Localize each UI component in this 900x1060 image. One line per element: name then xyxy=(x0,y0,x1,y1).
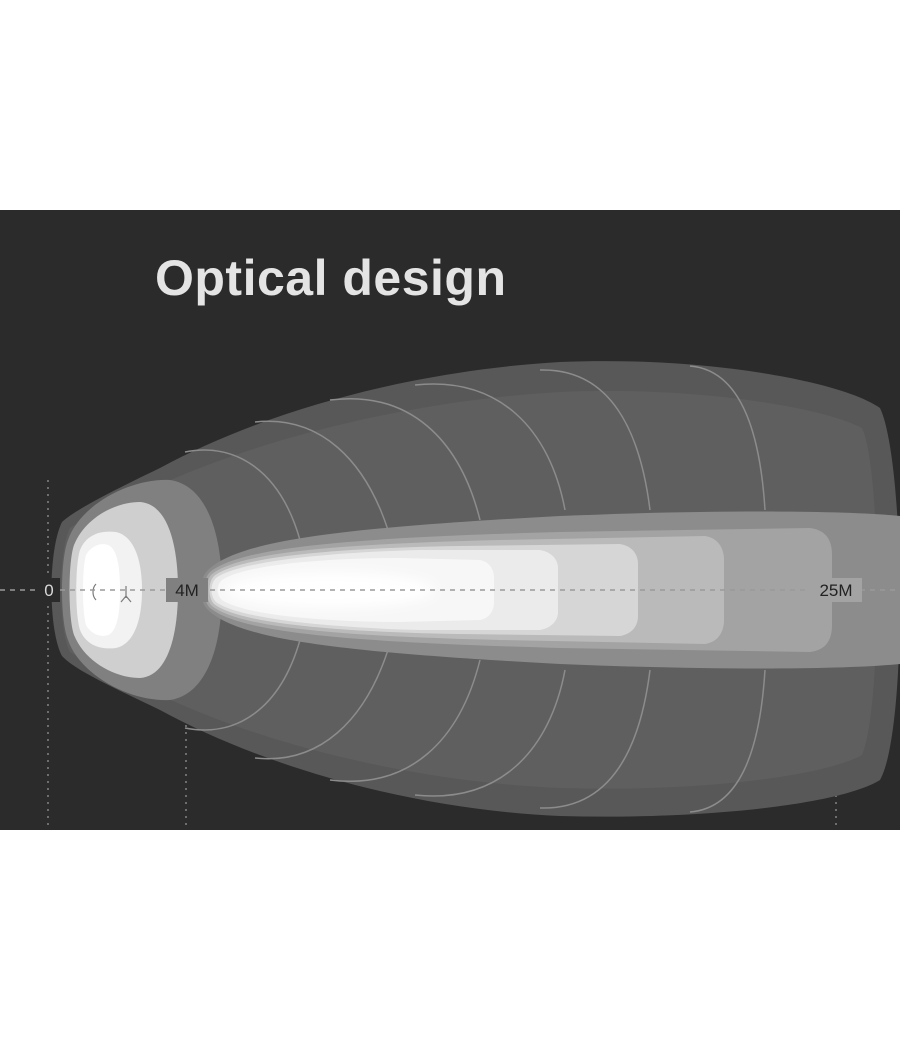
optical-design-panel: 0 4M 25M Optical design xyxy=(0,210,900,830)
distance-label-4m: 4M xyxy=(175,581,199,600)
beam-pattern-diagram: 0 4M 25M xyxy=(0,361,900,830)
distance-label-origin: 0 xyxy=(44,581,53,600)
distance-label-25m: 25M xyxy=(819,581,852,600)
page-title: Optical design xyxy=(155,250,507,306)
source-marks xyxy=(92,583,132,603)
beam-contours xyxy=(184,365,766,813)
